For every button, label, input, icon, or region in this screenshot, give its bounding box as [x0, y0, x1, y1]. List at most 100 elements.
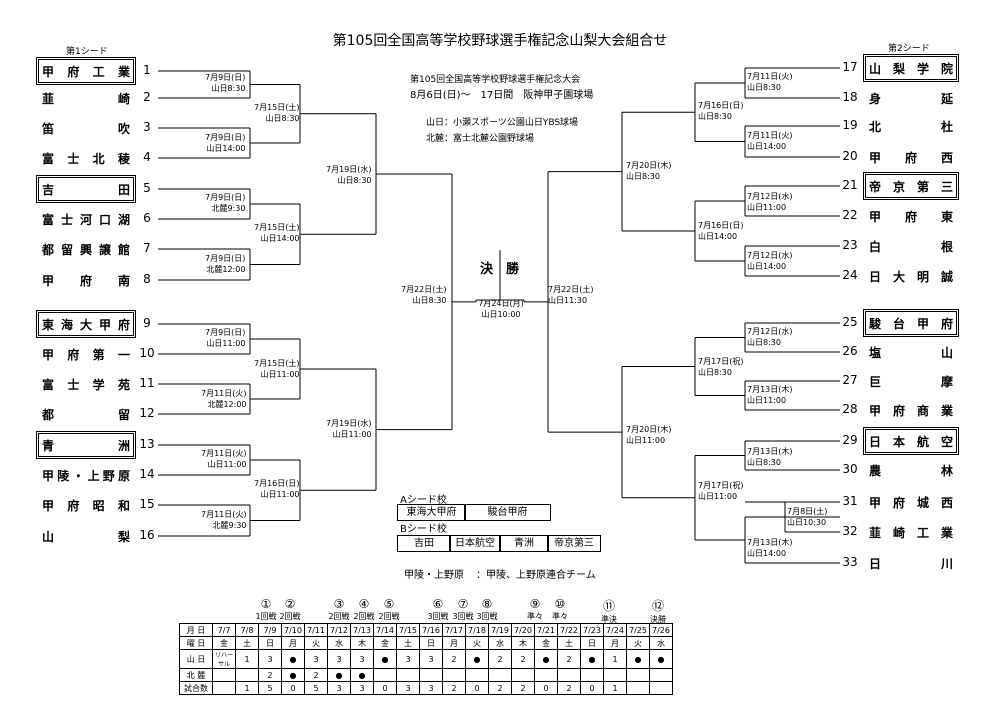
- schedule-cell: 3: [396, 649, 420, 669]
- match-venue-time: 山日14:00: [206, 144, 246, 153]
- right-school-name: 北杜: [869, 120, 953, 134]
- match-venue-time: 山日11:00: [260, 490, 300, 499]
- schedule-cell: 2: [488, 649, 512, 669]
- schedule-cell: 3: [304, 649, 328, 669]
- match-venue-time: 山日11:00: [747, 203, 787, 212]
- schedule-cell: 金: [212, 636, 236, 650]
- schedule-cell: [511, 668, 535, 682]
- round-number: ③: [333, 597, 345, 611]
- schedule-cell: 3: [327, 649, 351, 669]
- left-draw-number: 12: [139, 406, 155, 420]
- schedule-cell: 7/8: [235, 623, 259, 637]
- schedule-cell: 7/12: [327, 623, 351, 637]
- schedule-cell: 2: [557, 649, 581, 669]
- schedule-cell: [212, 668, 236, 682]
- final-venue: 山日10:00: [481, 310, 521, 319]
- match-date: 7月17日(祝): [698, 481, 744, 490]
- schedule-cell: 0: [465, 681, 489, 695]
- match-venue-time: 山日14:00: [698, 232, 738, 241]
- seed2-label: 第2シード: [888, 44, 930, 54]
- schedule-cell: [396, 668, 420, 682]
- match-venue-time: 山日14:00: [747, 262, 787, 271]
- match-date: 7月12日(水): [747, 192, 793, 201]
- left-draw-number: 3: [143, 120, 151, 134]
- schedule-cell: リハーサル: [212, 649, 236, 669]
- left-school-name: 富士河口湖: [42, 213, 130, 227]
- right-match-time: 7月12日(水) 山日14:00: [747, 250, 793, 272]
- left-school-name: 都留: [42, 408, 130, 422]
- round-number: ④: [358, 597, 370, 611]
- right-match-time: 7月22日(土)山日11:30: [548, 284, 594, 306]
- schedule-cell: 7/11: [304, 623, 328, 637]
- round-label: 3回戦: [476, 612, 498, 621]
- schedule-cell: 2: [557, 681, 581, 695]
- right-seed-box: [863, 309, 959, 337]
- right-match-time: 7月11日(火)山日14:00: [747, 130, 793, 152]
- schedule-cell: 7/17: [442, 623, 466, 637]
- final-label-b: 勝: [506, 262, 520, 277]
- round-number: ⑫: [651, 599, 664, 613]
- schedule-cell: [557, 668, 581, 682]
- left-draw-number: 4: [143, 150, 151, 164]
- right-seed-box: [863, 54, 959, 82]
- match-date: 7月12日(水): [747, 251, 793, 260]
- schedule-cell: [235, 668, 259, 682]
- match-date: 7月9日(日): [205, 73, 246, 82]
- schedule-cell: 2: [442, 681, 466, 695]
- right-draw-number: 31: [842, 494, 858, 508]
- match-date: 7月19日(水): [326, 419, 372, 428]
- left-seed-box: [36, 431, 136, 459]
- schedule-cell: 日: [419, 636, 443, 650]
- schedule-cell: 7/7: [212, 623, 236, 637]
- schedule-cell: 3: [350, 649, 374, 669]
- left-school-name: 富士学苑: [42, 378, 130, 392]
- match-date: 7月13日(木): [747, 447, 793, 456]
- right-draw-number: 22: [842, 208, 858, 222]
- schedule-cell: 3: [258, 649, 282, 669]
- left-draw-number: 13: [139, 437, 155, 451]
- match-venue-time: 山日11:00: [332, 430, 372, 439]
- schedule-cell: [212, 681, 236, 695]
- left-draw-number: 9: [143, 316, 151, 330]
- right-draw-number: 20: [842, 149, 858, 163]
- match-venue-time: 山日8:30: [698, 112, 732, 121]
- left-match-time: 7月19日(水)山日8:30: [326, 164, 372, 186]
- schedule-cell: ●: [534, 649, 558, 669]
- right-school-name: 山梨学院: [869, 62, 953, 76]
- legend-b-school-1: 吉田: [397, 535, 451, 552]
- match-venue-time: 山日11:00: [207, 460, 247, 469]
- right-school-name: 日本航空: [869, 435, 953, 449]
- right-school-name: 塩山: [869, 346, 953, 360]
- left-draw-number: 2: [143, 90, 151, 104]
- match-venue-time: 北麓12:00: [207, 400, 247, 409]
- right-school-name: 甲府商業: [869, 404, 953, 418]
- left-school-name: 東海大甲府: [42, 318, 130, 332]
- round-label: 準決: [601, 615, 617, 624]
- right-draw-number: 26: [842, 344, 858, 358]
- match-venue-time: 山日11:00: [698, 492, 738, 501]
- left-school-name: 都留興譲館: [42, 243, 130, 257]
- final-time: 7月24日(月) 山日10:00: [476, 298, 526, 320]
- left-school-name: 山梨: [42, 530, 130, 544]
- right-match-time: 7月13日(木)山日11:00: [747, 384, 793, 406]
- schedule-cell: 金: [373, 636, 397, 650]
- round-label: 準々: [552, 612, 568, 621]
- round-label: 2回戦: [378, 612, 400, 621]
- left-match-time: 7月9日(日)山日14:00: [205, 132, 245, 154]
- schedule-cell: ●: [465, 649, 489, 669]
- schedule-cell: 0: [534, 681, 558, 695]
- schedule-cell: 7/21: [534, 623, 558, 637]
- match-date: 7月15日(土): [254, 223, 300, 232]
- schedule-cell: 5: [304, 681, 328, 695]
- match-venue-time: 山日8:30: [626, 172, 660, 181]
- schedule-cell: 日: [258, 636, 282, 650]
- schedule-cell: 水: [488, 636, 512, 650]
- schedule-cell: 月: [603, 636, 627, 650]
- legend-b-school-3: 青洲: [499, 535, 549, 552]
- right-draw-number: 18: [842, 90, 858, 104]
- right-school-name: 身延: [869, 92, 953, 106]
